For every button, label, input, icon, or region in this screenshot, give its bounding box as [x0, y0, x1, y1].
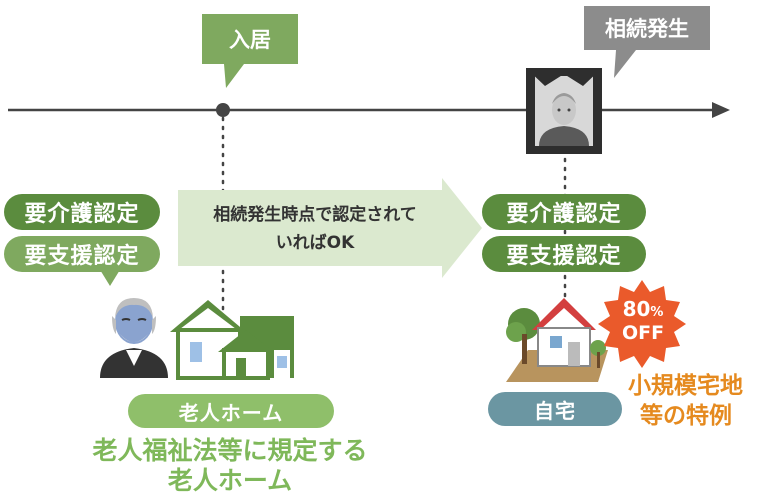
move-in-callout: 入居 [229, 28, 271, 52]
caption-line1: 老人福祉法等に規定する [92, 436, 368, 465]
move-in-callout-shape [202, 14, 298, 88]
nursing-home-icon [170, 300, 294, 380]
memorial-portrait-icon [526, 68, 602, 154]
special-provision-line2: 等の特例 [640, 403, 732, 429]
discount-starburst-icon [598, 280, 686, 368]
inheritance-callout-shape [584, 6, 710, 78]
home-icon [506, 298, 608, 382]
inheritance-callout: 相続発生 [605, 17, 689, 41]
left-support-pill: 要支援認定 [4, 236, 160, 272]
move-in-point [216, 103, 230, 117]
special-provision-line1: 小規模宅地 [628, 373, 743, 399]
arrow-text-line2: いればOK [275, 233, 355, 253]
left-care-pill: 要介護認定 [4, 194, 160, 230]
caption-line2: 老人ホーム [167, 466, 293, 495]
home-pill: 自宅 [488, 392, 622, 426]
discount-off: OFF [621, 322, 665, 344]
certification-arrow [178, 178, 482, 278]
right-support-pill: 要支援認定 [482, 236, 646, 272]
elderly-person-icon [100, 298, 168, 378]
arrow-text-line1: 相続発生時点で認定されて [213, 205, 417, 225]
discount-percent: 80% [622, 297, 664, 321]
nursing-home-pill: 老人ホーム [128, 394, 334, 428]
right-care-pill: 要介護認定 [482, 194, 646, 230]
